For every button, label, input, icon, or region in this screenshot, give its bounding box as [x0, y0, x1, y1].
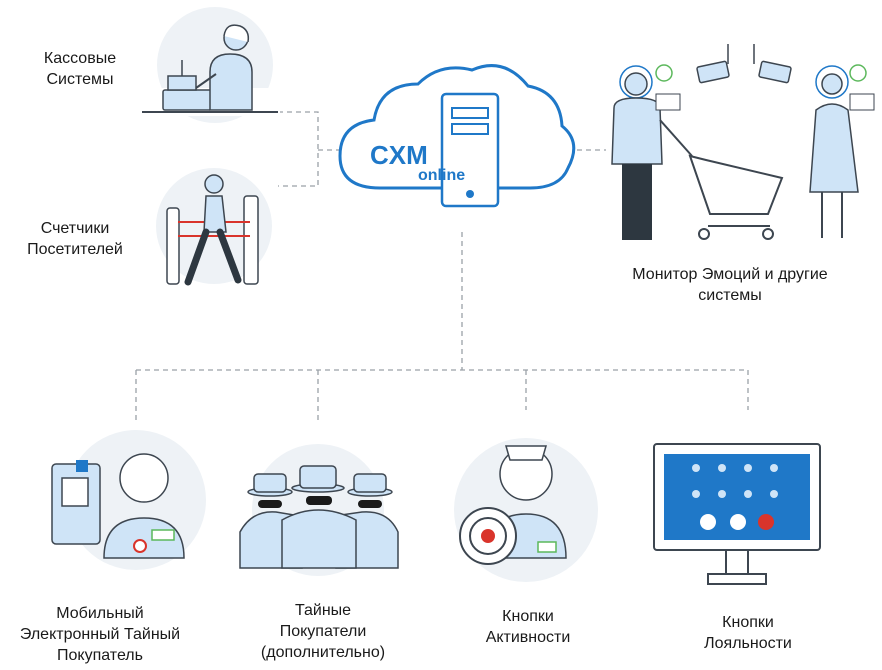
feedback-button-icon	[454, 438, 598, 582]
camera-icon	[696, 44, 792, 84]
loyalty-buttons-label: Кнопки Лояльности	[688, 612, 808, 654]
cash-systems-label: Кассовые Системы	[20, 48, 140, 90]
activity-buttons-label: Кнопки Активности	[468, 606, 588, 648]
mystery-shoppers-line-3: (дополнительно)	[260, 644, 386, 661]
loyalty-buttons-line-2: Лояльности	[704, 635, 792, 652]
mobile-mystery-line-3: Покупатель	[57, 647, 143, 664]
mystery-shoppers-line-1: Тайные	[294, 602, 352, 619]
cash-systems-line-2: Системы	[46, 71, 114, 88]
activity-buttons-line-1: Кнопки	[502, 608, 554, 625]
mobile-mystery-line-1: Мобильный	[56, 605, 144, 622]
mobile-mystery-shopper-icon	[51, 430, 206, 570]
visitor-counters-label: Счетчики Посетителей	[10, 218, 140, 260]
activity-buttons-line-2: Активности	[485, 629, 571, 646]
saleswoman-icon	[809, 64, 875, 238]
visitor-counters-line-1: Счетчики	[40, 220, 110, 237]
cash-systems-line-1: Кассовые	[43, 50, 117, 67]
brand-cxm: CXM	[370, 140, 428, 170]
loyalty-buttons-line-1: Кнопки	[722, 614, 774, 631]
loyalty-screen-icon	[653, 443, 821, 585]
emotion-monitor-line-2: системы	[698, 287, 762, 304]
shopper-cart-icon	[611, 64, 784, 240]
spy-group-icon	[239, 444, 399, 576]
turnstile-visitor-icon	[156, 168, 272, 286]
brand-online: online	[418, 167, 465, 184]
mystery-shoppers-line-2: Покупатели	[279, 623, 367, 640]
mystery-shoppers-label: Тайные Покупатели (дополнительно)	[248, 600, 398, 663]
mobile-mystery-label: Мобильный Электронный Тайный Покупатель	[10, 603, 190, 666]
mobile-mystery-line-2: Электронный Тайный	[19, 626, 181, 643]
cloud-server-icon: CXM online	[338, 64, 576, 208]
emotion-monitor-line-1: Монитор Эмоций и другие	[632, 266, 828, 283]
emotion-monitor-label: Монитор Эмоций и другие системы	[610, 264, 850, 306]
cashier-icon	[142, 7, 280, 123]
visitor-counters-line-2: Посетителей	[27, 241, 123, 258]
